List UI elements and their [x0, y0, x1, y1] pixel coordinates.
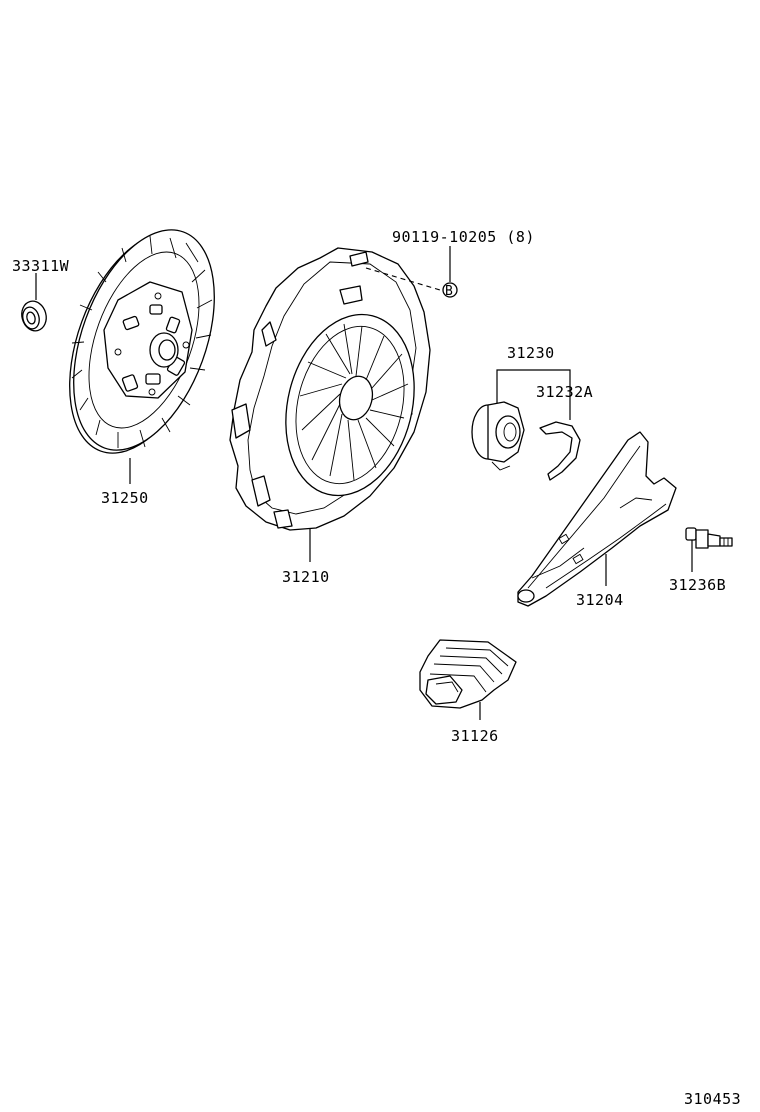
fork-boot-part[interactable] — [419, 639, 517, 709]
release-clip-part[interactable] — [539, 421, 581, 481]
clutch-disc-part[interactable] — [42, 211, 241, 473]
pilot-bearing-part[interactable] — [19, 298, 50, 333]
release-fork-label[interactable]: 31204 — [576, 591, 624, 609]
clutch-cover-label[interactable]: 31210 — [282, 568, 330, 586]
pilot-bearing-label[interactable]: 33311W — [12, 257, 70, 275]
release-bearing-bracket — [496, 369, 571, 420]
release-bearing-part[interactable] — [471, 401, 525, 471]
release-fork-part[interactable] — [517, 431, 677, 607]
diaphragm-fingers — [299, 323, 409, 481]
bolt-marker-letter: B — [445, 284, 453, 299]
fork-boot-label[interactable]: 31126 — [451, 727, 499, 745]
cover-bolt-label[interactable]: 90119-10205 (8) — [392, 228, 535, 246]
release-bearing-label[interactable]: 31230 — [507, 344, 555, 362]
figure-number: 310453 — [684, 1090, 741, 1108]
cover-bolt-dashed-leader — [365, 267, 441, 291]
release-clip-label[interactable]: 31232A — [536, 383, 593, 401]
fork-support-label[interactable]: 31236B — [669, 576, 726, 594]
clutch-disc-label[interactable]: 31250 — [101, 489, 149, 507]
bolt-marker-circle[interactable] — [442, 282, 458, 298]
fork-support-part[interactable] — [685, 527, 733, 549]
clutch-cover-part[interactable] — [229, 247, 432, 531]
